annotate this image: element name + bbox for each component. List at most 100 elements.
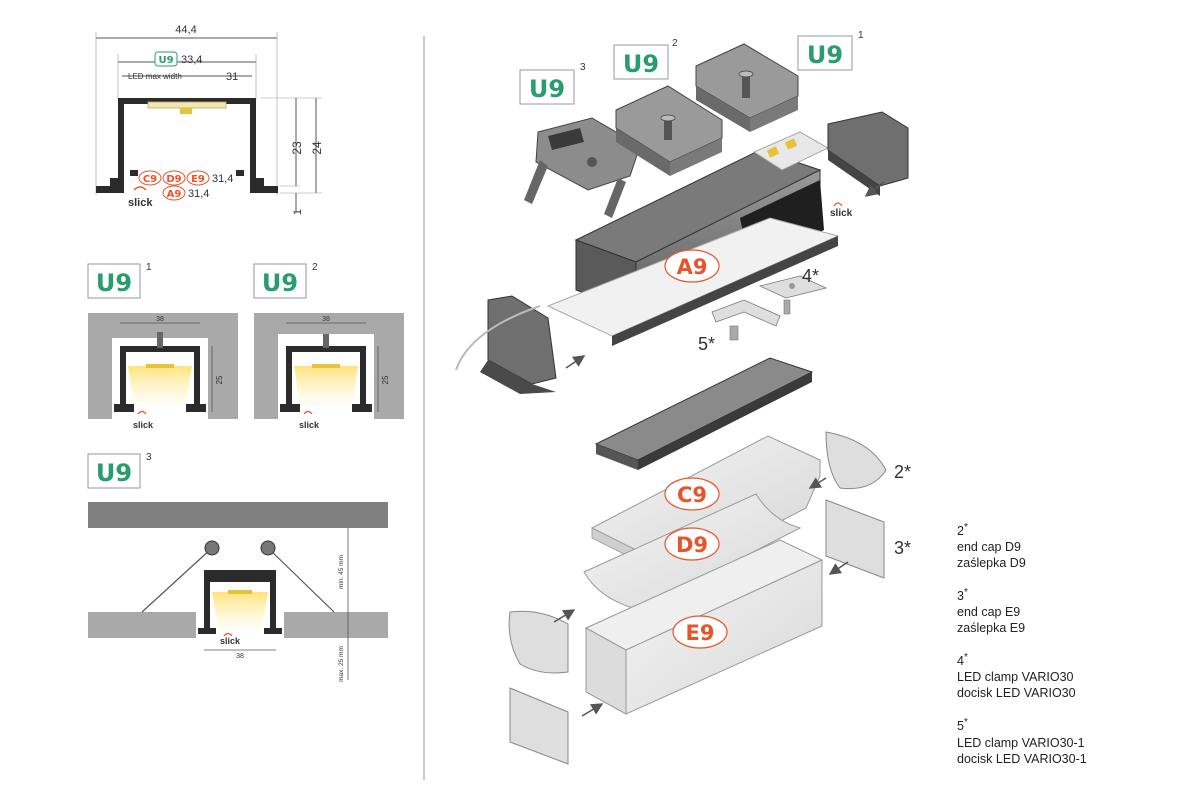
screw-1: [157, 332, 163, 348]
structural-ceiling: [88, 502, 388, 528]
arrow-end-cap-e9: [828, 561, 849, 575]
end-cap-left: [455, 295, 557, 394]
screw-2: [323, 334, 329, 348]
end-cap-d9-right: [825, 431, 887, 490]
wire-left: [141, 547, 213, 613]
note-4-line-pl: docisk LED VARIO30: [957, 686, 1076, 701]
dim-24-label: 24: [310, 141, 324, 155]
note-4: 4* LED clamp VARIO30 docisk LED VARIO30: [957, 650, 1187, 701]
u9-mini-badge: [154, 51, 178, 67]
note-5-line-en: LED clamp VARIO30-1: [957, 735, 1085, 750]
light-beam-3: [212, 592, 268, 628]
hanger-right: [260, 540, 276, 556]
e9-mini-label: E9: [191, 174, 205, 185]
parts-notes: 2* end cap D9 zaślepka D9 3* end cap E9 …: [957, 520, 1187, 781]
note-5-num: 5: [957, 719, 964, 734]
u9-2-dim-height: 25: [381, 375, 390, 384]
arrow-end-cap-left: [565, 355, 586, 369]
main-cross-section: 44,4 U9 33,4 LED max width 31 23 24 1: [95, 24, 324, 215]
dim-1-label: 1: [292, 209, 304, 215]
arrow-end-cap-e9-left: [581, 703, 604, 717]
wire-right: [267, 547, 335, 613]
dim-44-label: 44,4: [175, 24, 196, 36]
exploded-u9-badge-1-label: U9: [807, 41, 843, 69]
dim-33-label: 33,4: [181, 54, 202, 66]
d9-badge-label: D9: [676, 533, 708, 557]
exploded-u9-badge-2-label: U9: [623, 50, 659, 78]
led-clamp-vario30-1: [711, 299, 781, 341]
e9-mini-badge: [186, 170, 210, 186]
mount-bracket-1: [695, 43, 799, 132]
exploded-view: U9 3 U9 2 U9 1: [455, 30, 911, 765]
profile-3: [198, 576, 282, 634]
c9-mini-label: C9: [143, 174, 157, 185]
profile-2: [280, 346, 372, 412]
a9-badge-label: A9: [677, 255, 708, 279]
exploded-u9-badge-1-sup: 1: [858, 30, 864, 41]
end-cap-right: [827, 111, 909, 196]
light-beam-1: [128, 366, 192, 404]
d9-mini-label: D9: [166, 174, 181, 185]
profile-body: [96, 98, 278, 193]
note-2-line-en: end cap D9: [957, 540, 1021, 555]
note-2-num: 2: [957, 524, 964, 539]
exploded-u9-badge-2-sup: 2: [672, 38, 678, 49]
exploded-u9-badge-1: [797, 35, 853, 71]
note-4-line-en: LED clamp VARIO30: [957, 670, 1074, 685]
exploded-u9-badge-2: [613, 44, 669, 80]
u9-1-dim-height: 25: [215, 375, 224, 384]
a9-width-label: 31,4: [188, 188, 209, 200]
u9-1-dim-width: 38: [156, 316, 164, 323]
u9-badge-2: [253, 263, 307, 299]
u9-3-dim-width: 38: [236, 653, 244, 660]
a9-mini-label: A9: [167, 189, 182, 200]
light-beam-2: [294, 366, 358, 404]
note-3-line-en: end cap E9: [957, 605, 1021, 620]
led-max-value: 31: [226, 71, 238, 83]
slick-logo-1: slick: [133, 420, 154, 430]
end-cap-e9-right: [825, 499, 885, 579]
mount-bracket-3: [524, 117, 641, 218]
u9-mini-label: U9: [158, 55, 173, 66]
a9-badge: [664, 249, 720, 283]
slick-logo-2: slick: [299, 420, 320, 430]
u9-variant-1: U9 1 38 25 slick: [87, 262, 238, 430]
d9-mini-badge: [162, 170, 186, 186]
led-chip: [180, 108, 192, 114]
note-2-line-pl: zaślepka D9: [957, 556, 1026, 571]
u9-3-dim-min: min. 45 mm: [338, 555, 345, 589]
slick-logo-text: slick: [128, 197, 153, 209]
end-cap-e9-left: [509, 687, 569, 765]
u9-variant-3: U9 3 min. 45 mm max. 25 mm 38 slick: [87, 452, 388, 682]
a9-diffuser-edge: [612, 236, 838, 346]
u9-variant-2: U9 2 38 25 slick: [253, 262, 404, 430]
d9-badge: [664, 527, 720, 561]
exploded-u9-badge-3-label: U9: [529, 75, 565, 103]
exploded-slick-logo: slick: [830, 208, 853, 219]
note-3: 3* end cap E9 zaślepka E9: [957, 585, 1187, 636]
dim-23-label: 23: [290, 141, 304, 155]
note-3-num: 3: [957, 589, 964, 604]
marker-3: 3*: [894, 538, 911, 558]
u9-badge-2-sup: 2: [312, 262, 318, 273]
arrow-end-cap-right: [864, 181, 885, 197]
u9-2-dim-width: 38: [322, 316, 330, 323]
exploded-u9-badge-3-sup: 3: [580, 62, 586, 73]
mid-profile-channel: [594, 357, 814, 470]
e9-badge-label: E9: [686, 621, 715, 645]
exploded-u9-badge-3: [519, 69, 575, 105]
arrow-end-cap-d9: [808, 477, 827, 489]
c9-badge: [664, 477, 720, 511]
u9-badge-2-label: U9: [262, 269, 298, 297]
a9-mini-badge: [162, 185, 186, 201]
mount-bracket-2: [615, 85, 723, 176]
led-max-label: LED max width: [128, 72, 182, 81]
u9-badge-1-sup: 1: [146, 262, 152, 273]
end-cap-d9-left: [508, 610, 569, 674]
u9-badge-3-label: U9: [96, 459, 132, 487]
cover-width-label: 31,4: [212, 173, 233, 185]
e9-badge: [672, 615, 728, 649]
u9-badge-3-sup: 3: [146, 452, 152, 463]
note-5-line-pl: docisk LED VARIO30-1: [957, 751, 1087, 766]
